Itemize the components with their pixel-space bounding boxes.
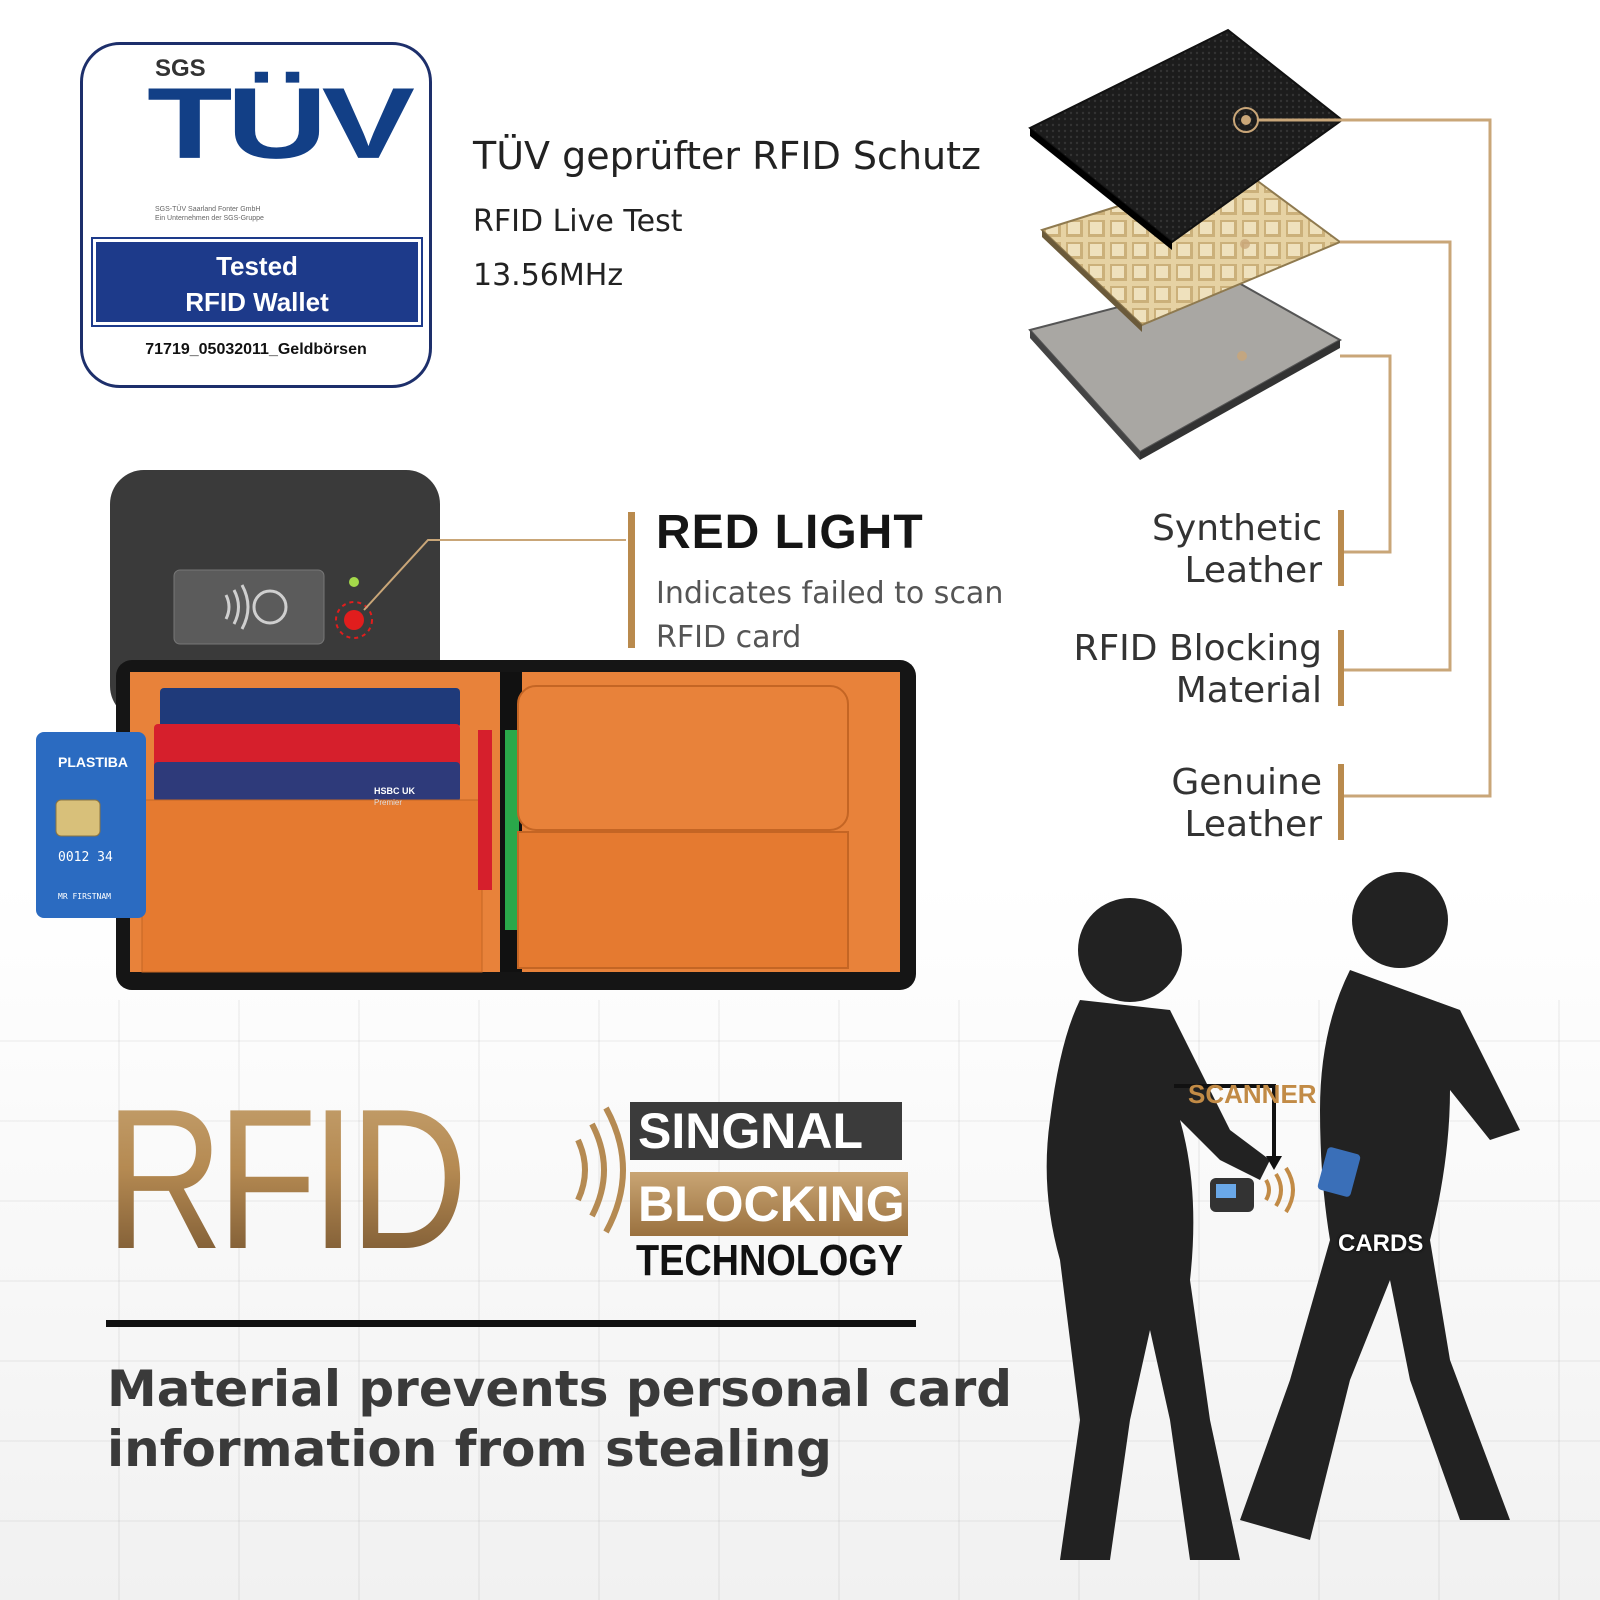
sgs-label: SGS bbox=[155, 55, 206, 82]
genuine-leather-line-1: Genuine bbox=[1171, 762, 1322, 803]
rfid-headline: RFID bbox=[105, 1065, 468, 1295]
synthetic-leather-line-1: Synthetic bbox=[1152, 508, 1322, 549]
contactless-icon bbox=[224, 584, 288, 630]
scanner-label: SCANNER bbox=[1188, 1079, 1317, 1109]
card-holder: MR FIRSTNAM bbox=[58, 892, 111, 901]
red-light-bar bbox=[628, 512, 635, 648]
tuv-certification-badge: SGS TÜV SGS-TÜV Saarland Fonter GmbH Ein… bbox=[80, 42, 432, 388]
tagline-line-2: information from stealing bbox=[107, 1420, 832, 1478]
rfid-blocking-bar bbox=[1338, 630, 1344, 706]
signal-waves-icon bbox=[575, 1106, 626, 1234]
divider-rule bbox=[106, 1320, 916, 1327]
card-slot-2 bbox=[154, 724, 460, 770]
blocking-tag-text: BLOCKING bbox=[638, 1176, 905, 1232]
signal-tag: SINGNAL bbox=[630, 1102, 902, 1160]
bank-name: HSBC UK bbox=[374, 786, 416, 796]
red-light-description: Indicates failed to scan RFID card bbox=[656, 572, 1016, 660]
red-light-indicator bbox=[344, 610, 364, 630]
card-number: 0012 34 bbox=[58, 850, 113, 865]
tuv-tested-box: Tested RFID Wallet bbox=[91, 237, 423, 327]
rfid-blocking-line-1: RFID Blocking bbox=[1073, 628, 1322, 669]
cards-icon bbox=[1317, 1147, 1361, 1197]
bank-tier: Premier bbox=[374, 798, 403, 807]
blocking-tag: BLOCKING bbox=[630, 1172, 908, 1236]
card-brand: PLASTIBA bbox=[58, 754, 128, 770]
header-title: TÜV geprüfter RFID Schutz bbox=[473, 134, 981, 178]
red-light-title: RED LIGHT bbox=[656, 506, 924, 559]
genuine-leather-line-2: Leather bbox=[1184, 804, 1322, 845]
tuv-wallet-label: RFID Wallet bbox=[185, 287, 329, 317]
victim-person-silhouette bbox=[1240, 872, 1520, 1540]
red-light-desc-2: RFID card bbox=[656, 620, 802, 655]
genuine-leather-bar bbox=[1338, 764, 1344, 840]
wallet-and-reader-illustration bbox=[36, 470, 916, 990]
coin-pocket bbox=[517, 685, 849, 831]
card-slot-1 bbox=[160, 688, 460, 728]
synthetic-leather-label: Synthetic Leather bbox=[1030, 508, 1322, 592]
synthetic-leather-line-2: Leather bbox=[1184, 550, 1322, 591]
cards-label: CARDS bbox=[1338, 1230, 1424, 1257]
header-frequency: 13.56MHz bbox=[473, 258, 624, 293]
tagline-line-1: Material prevents personal card bbox=[107, 1360, 1013, 1418]
skimming-scene-illustration bbox=[1046, 872, 1520, 1560]
technology-label: TECHNOLOGY bbox=[636, 1236, 903, 1285]
card-slot-3 bbox=[154, 762, 460, 802]
material-layers-illustration bbox=[1028, 28, 1492, 798]
red-light-desc-1: Indicates failed to scan bbox=[656, 576, 1004, 611]
rfid-blocking-label: RFID Blocking Material bbox=[1030, 628, 1322, 712]
synthetic-leather-bar bbox=[1338, 510, 1344, 586]
genuine-leather-label: Genuine Leather bbox=[1030, 762, 1322, 846]
tuv-certificate-code: 71719_05032011_Geldbörsen bbox=[145, 341, 367, 358]
header-test-line: RFID Live Test bbox=[473, 204, 683, 239]
rfid-blocking-line-2: Material bbox=[1175, 670, 1322, 711]
scanner-person-silhouette bbox=[1046, 898, 1270, 1560]
tuv-logo: TÜV bbox=[147, 66, 415, 180]
signal-tag-text: SINGNAL bbox=[638, 1103, 863, 1159]
tuv-fine-print: SGS-TÜV Saarland Fonter GmbH Ein Unterne… bbox=[155, 205, 375, 223]
scan-waves-icon bbox=[1264, 1166, 1295, 1214]
tuv-fine-print-1: SGS-TÜV Saarland Fonter GmbH bbox=[155, 206, 261, 213]
tuv-fine-print-2: Ein Unternehmen der SGS-Gruppe bbox=[155, 215, 264, 222]
tuv-tested-label: Tested bbox=[216, 251, 298, 281]
